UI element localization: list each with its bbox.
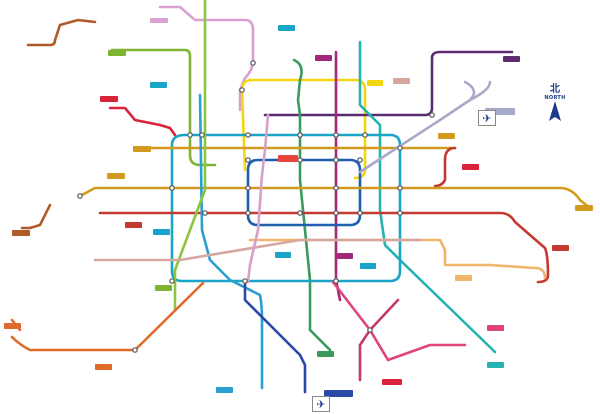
line-yizhuang[interactable] xyxy=(331,280,467,362)
north-compass: 北 NORTH xyxy=(540,80,570,127)
compass-north-english: NORTH xyxy=(544,95,566,101)
line-airport-express[interactable] xyxy=(358,80,492,174)
line-changping[interactable] xyxy=(158,5,255,112)
line-13[interactable] xyxy=(240,78,367,180)
line-9[interactable] xyxy=(173,0,207,312)
line-batong[interactable] xyxy=(98,211,550,284)
line-19-north[interactable] xyxy=(246,113,270,284)
line-14[interactable] xyxy=(93,238,422,262)
line-16[interactable] xyxy=(110,48,217,167)
line-6-east[interactable] xyxy=(433,146,457,188)
line-1[interactable] xyxy=(78,186,592,210)
line-17[interactable] xyxy=(358,40,497,354)
line-6[interactable] xyxy=(138,146,457,152)
line-19[interactable] xyxy=(358,298,400,382)
line-2[interactable] xyxy=(246,158,362,227)
compass-arrow-icon xyxy=(549,101,561,121)
line-xijiao[interactable] xyxy=(108,106,177,137)
transfer-stations xyxy=(77,60,435,353)
line-5[interactable] xyxy=(334,50,342,302)
line-10[interactable] xyxy=(170,133,402,283)
line-4[interactable] xyxy=(198,93,264,390)
line-s1-west[interactable] xyxy=(20,203,52,230)
line-daxing-airport[interactable] xyxy=(243,280,307,394)
line-badges xyxy=(4,18,593,397)
line-8[interactable] xyxy=(292,58,332,352)
line-15[interactable] xyxy=(263,50,514,117)
line-s1[interactable] xyxy=(26,18,97,47)
line-7[interactable] xyxy=(248,238,547,280)
airplane-icon: ✈ xyxy=(478,110,496,126)
compass-north-label: 北 xyxy=(550,84,560,95)
airplane-icon: ✈ xyxy=(312,396,330,412)
line-fangshan[interactable] xyxy=(10,281,205,352)
